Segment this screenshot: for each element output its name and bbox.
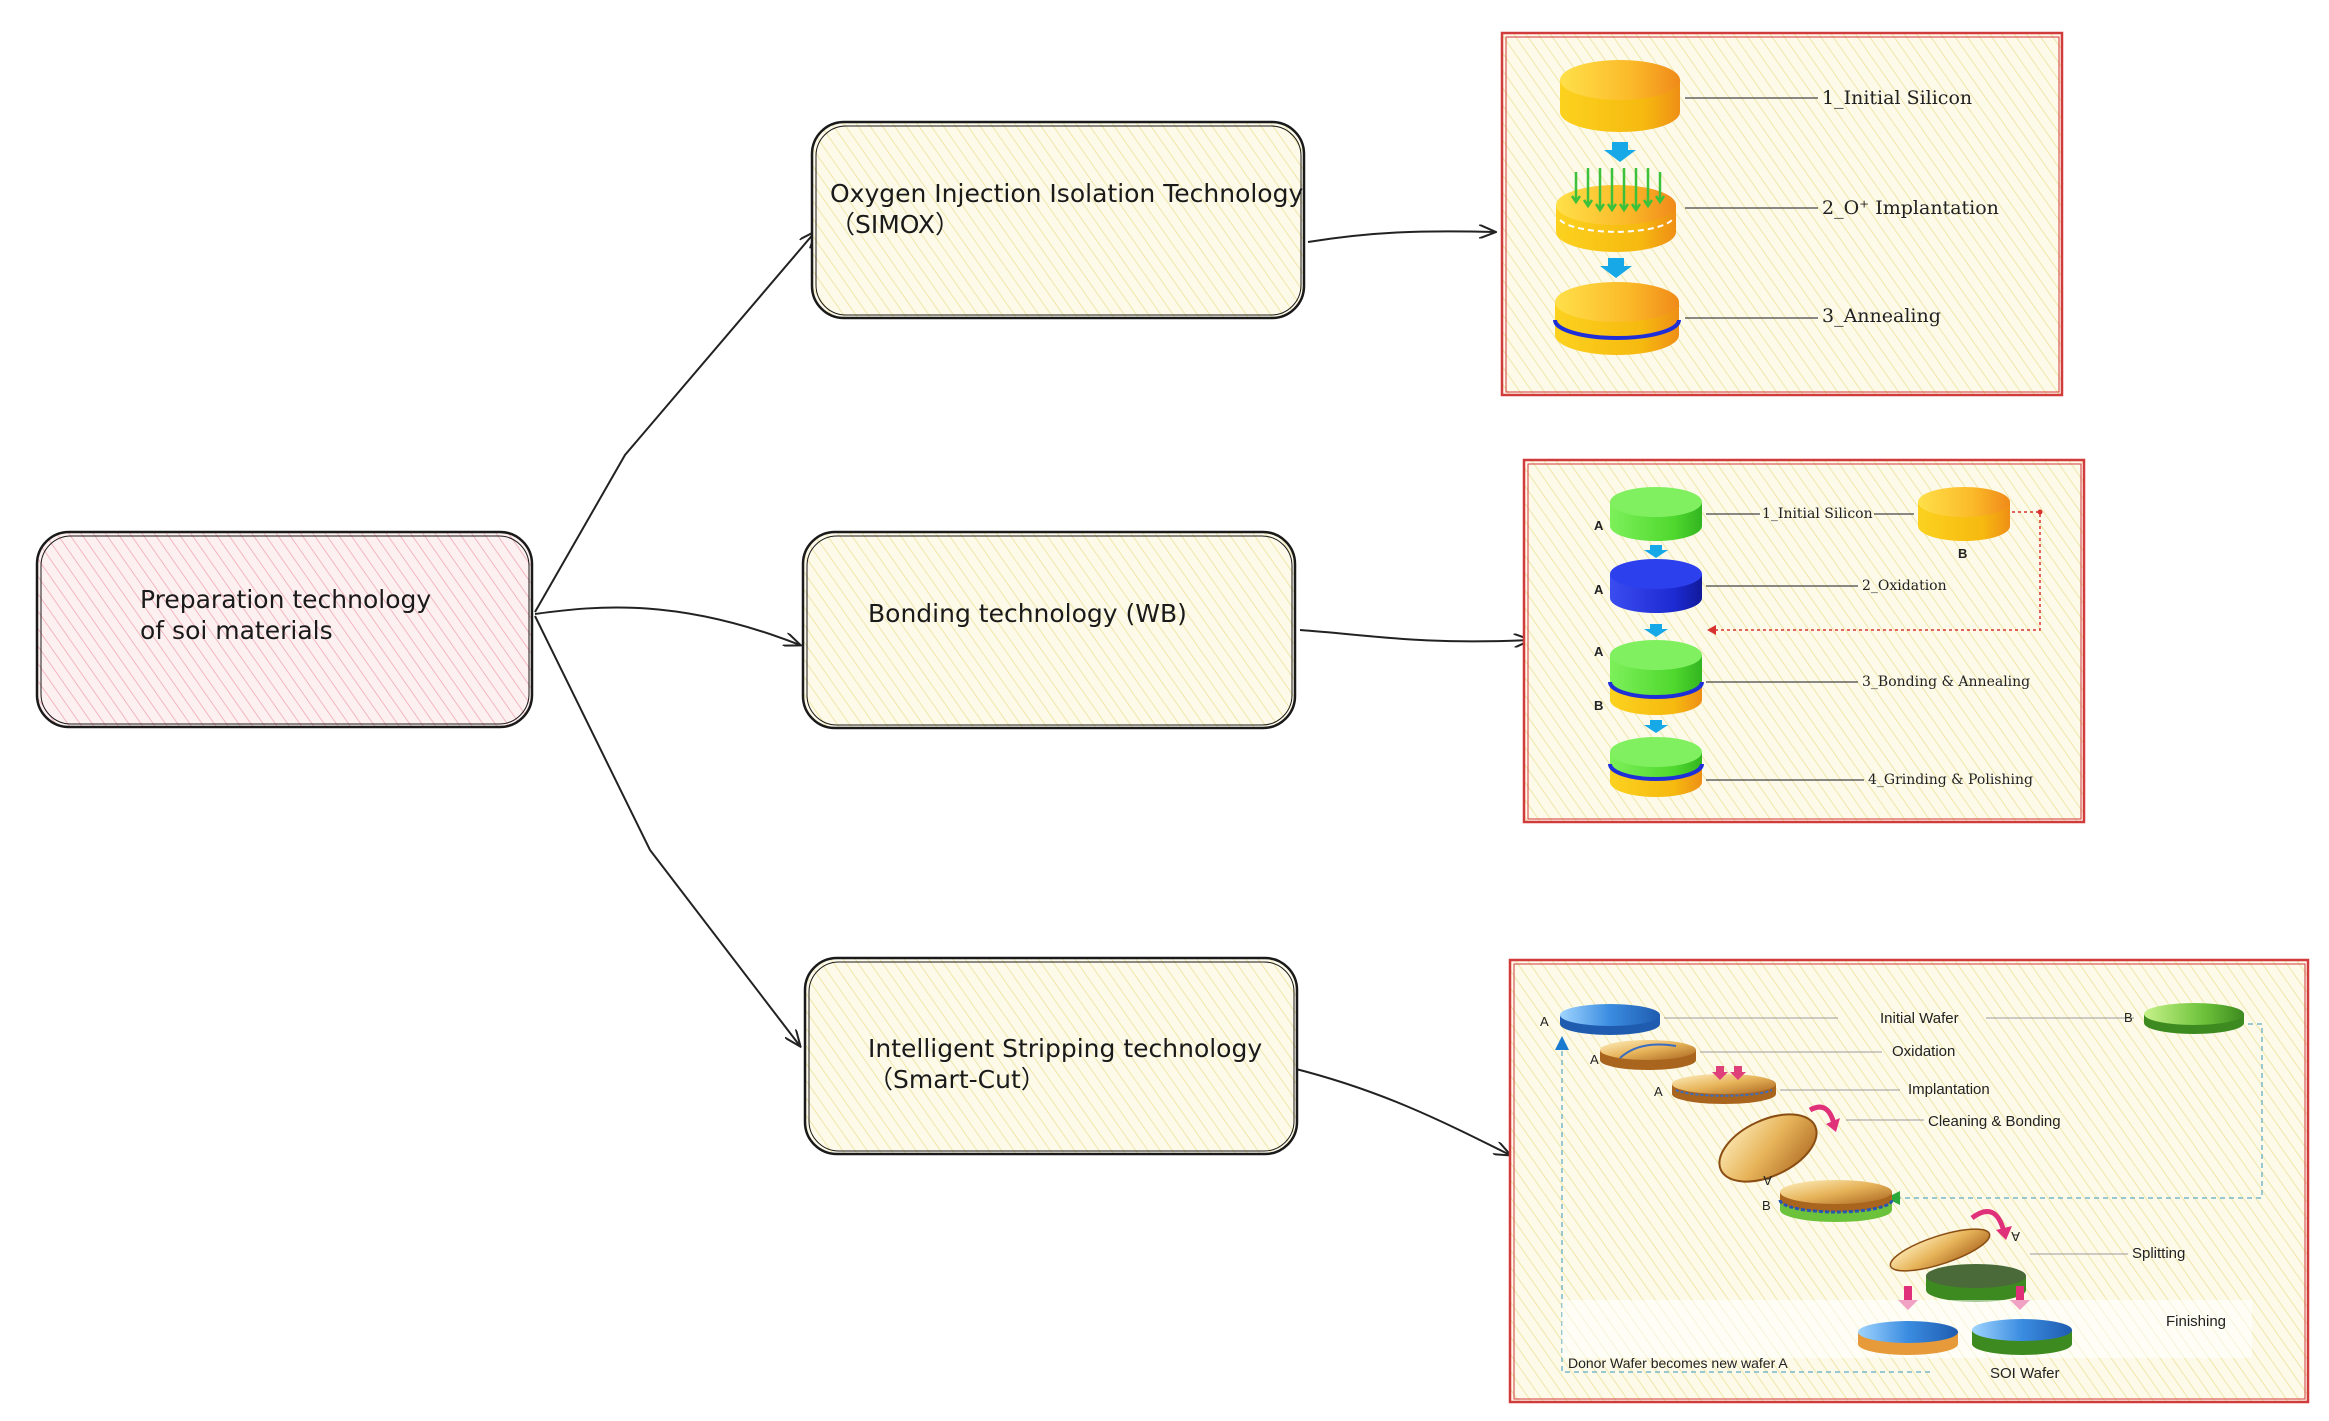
bonding-arrow-3: [1644, 720, 1668, 733]
simox-arrow-2: [1600, 258, 1632, 278]
smartcut-label-b2: B: [1762, 1198, 1771, 1213]
method-bonding-line1: Bonding technology (WB): [868, 599, 1187, 628]
connectors: [534, 231, 1530, 1155]
root-node: Preparation technology of soi materials: [35, 530, 534, 729]
smartcut-step-3: Implantation: [1908, 1081, 1990, 1098]
smartcut-wafer-a-initial: [1560, 1004, 1660, 1035]
bonding-label-b1: B: [1958, 546, 1967, 561]
bonding-wafer-bonded: [1608, 640, 1704, 715]
method-node-simox: Oxygen Injection Isolation Technology （S…: [810, 120, 1306, 320]
bonding-step-3: 3_Bonding & Annealing: [1862, 674, 2030, 690]
smartcut-wafer-implantation: [1672, 1066, 1776, 1104]
method-smartcut-line2: （Smart-Cut）: [868, 1065, 1046, 1094]
connector-root-bonding: [534, 606, 800, 645]
implantation-arrows: [1570, 168, 1666, 213]
bonding-panel: 1_Initial Silicon 2_Oxidation 3_Bonding …: [1522, 458, 2086, 824]
connector-simox-panel: [1307, 231, 1495, 243]
method-node-smartcut: Intelligent Stripping technology （Smart-…: [803, 956, 1299, 1156]
bonding-step-1: 1_Initial Silicon: [1762, 506, 1873, 522]
bonding-label-b2: B: [1594, 698, 1603, 713]
smartcut-recycle-path: [1561, 1044, 1930, 1373]
bonding-wafer-a-initial: [1610, 487, 1702, 541]
bonding-label-a1: A: [1594, 518, 1604, 533]
simox-wafer-initial: [1560, 60, 1680, 132]
connector-root-simox: [534, 232, 815, 613]
smartcut-b-arrowhead: [1886, 1191, 1900, 1205]
bonding-step-2: 2_Oxidation: [1862, 578, 1947, 594]
smartcut-soi-caption: SOI Wafer: [1990, 1365, 2059, 1382]
smartcut-step-6: Finishing: [2166, 1313, 2226, 1330]
method-smartcut-line1: Intelligent Stripping technology: [868, 1034, 1262, 1063]
simox-step-3: 3_Annealing: [1822, 305, 1941, 327]
smartcut-wafer-oxidation: [1600, 1040, 1696, 1070]
smartcut-label-a2: A: [1590, 1052, 1599, 1067]
smartcut-wafer-bonded: [1778, 1180, 1894, 1222]
smartcut-label-a5: A: [2011, 1229, 2020, 1244]
simox-step-1: 1_Initial Silicon: [1822, 87, 1972, 109]
simox-leaders: [1685, 97, 1818, 319]
simox-step-2: 2_O⁺ Implantation: [1822, 197, 1999, 219]
bonding-wafer-a-oxidized: [1610, 559, 1702, 613]
smartcut-step-4: Cleaning & Bonding: [1928, 1113, 2061, 1130]
smartcut-leaders: [1664, 1017, 2134, 1255]
smartcut-wafer-b-initial: [2144, 1003, 2244, 1034]
smartcut-wafer-bonding: [1718, 1104, 1840, 1183]
smartcut-wafer-donor: [1858, 1321, 1958, 1355]
connector-smartcut-panel: [1291, 1067, 1510, 1155]
bonding-label-a3: A: [1594, 644, 1604, 659]
simox-arrow-1: [1604, 142, 1636, 162]
smartcut-panel: Initial Wafer Oxidation Implantation Cle…: [1508, 958, 2310, 1404]
smartcut-label-a3: A: [1654, 1084, 1663, 1099]
smartcut-label-a1: A: [1540, 1014, 1549, 1029]
method-simox-line1: Oxygen Injection Isolation Technology: [830, 179, 1303, 208]
bonding-arrow-1: [1644, 545, 1668, 558]
smartcut-wafer-splitting: [1889, 1209, 2030, 1310]
smartcut-label-a4: A: [1763, 1173, 1772, 1188]
bonding-wafer-polished: [1608, 737, 1704, 797]
smartcut-step-5: Splitting: [2132, 1245, 2185, 1262]
simox-panel: 1_Initial Silicon 2_O⁺ Implantation 3_An…: [1500, 31, 2064, 397]
bonding-return-path: [1707, 511, 2041, 635]
bonding-label-a2: A: [1594, 582, 1604, 597]
simox-wafer-annealing: [1553, 282, 1681, 355]
bonding-wafer-b-initial: [1918, 487, 2010, 541]
smartcut-donor-caption: Donor Wafer becomes new wafer A: [1568, 1355, 1788, 1371]
connector-root-smartcut: [534, 615, 800, 1046]
method-simox-line2: （SIMOX）: [830, 210, 960, 239]
smartcut-label-b1: B: [2124, 1010, 2133, 1025]
bonding-leaders: [1706, 513, 1914, 781]
root-label-line2: of soi materials: [140, 616, 333, 645]
method-node-bonding: Bonding technology (WB): [801, 530, 1297, 730]
smartcut-recycle-arrowhead: [1555, 1036, 1569, 1050]
simox-wafer-implantation: [1556, 168, 1676, 252]
smartcut-wafer-soi: [1972, 1319, 2072, 1355]
bonding-step-4: 4_Grinding & Polishing: [1868, 772, 2033, 788]
root-label-line1: Preparation technology: [140, 585, 431, 614]
connector-bonding-panel: [1299, 629, 1530, 641]
bonding-arrow-2: [1644, 624, 1668, 637]
smartcut-step-2: Oxidation: [1892, 1043, 1955, 1060]
smartcut-b-path: [1898, 1023, 2263, 1199]
smartcut-step-1: Initial Wafer: [1880, 1010, 1959, 1027]
